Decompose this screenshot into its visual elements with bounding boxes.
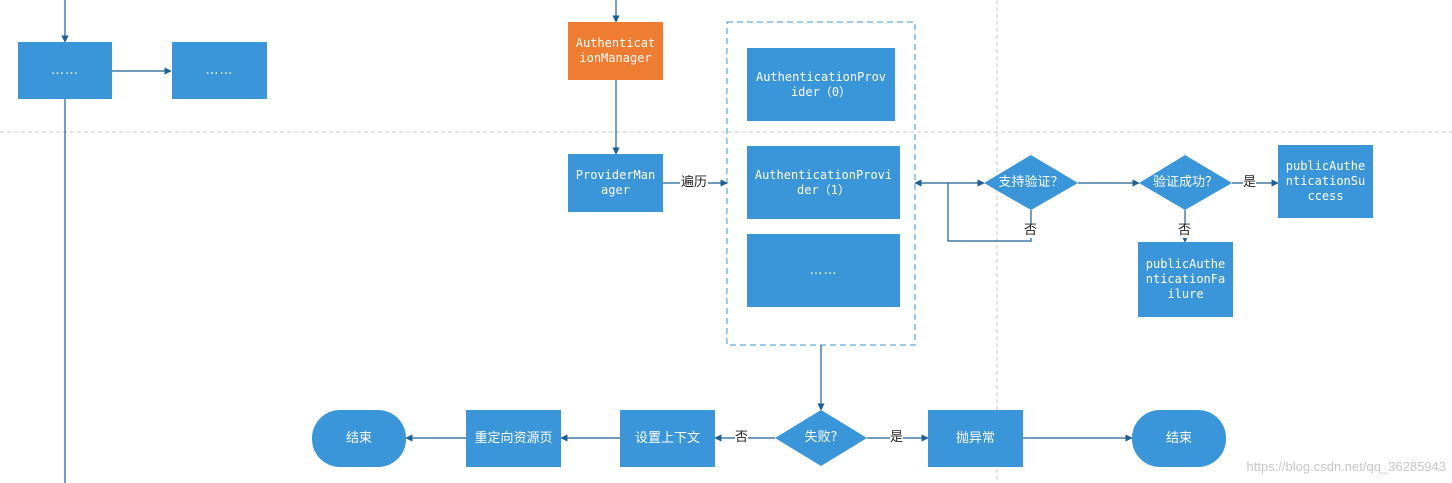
failed-no-edge-label: 否: [735, 430, 749, 445]
more-providers-node: ……: [747, 234, 900, 307]
success-no-edge-label: 否: [1178, 223, 1192, 238]
iterate-edge-label: 遍历: [680, 175, 709, 190]
success-decision-shape: [1139, 155, 1232, 210]
success-handler-node: publicAuthenticationSuccess: [1278, 145, 1373, 218]
failed-decision-shape: [775, 410, 867, 466]
supports-decision-shape: [984, 155, 1078, 210]
end-node-left: 结束: [312, 410, 406, 467]
authentication-manager-node: AuthenticationManager: [568, 22, 663, 80]
supports-no-edge-label: 否: [1024, 223, 1038, 238]
success-yes-edge-label: 是: [1243, 175, 1257, 190]
end-node-right: 结束: [1132, 410, 1226, 467]
watermark: https://blog.csdn.net/qq_36285943: [1246, 459, 1447, 474]
success-decision-label: 验证成功？: [1152, 175, 1218, 190]
failed-yes-edge-label: 是: [890, 430, 904, 445]
authentication-provider-0-node: AuthenticationProvider（0）: [747, 48, 895, 121]
set-context-node: 设置上下文: [620, 410, 715, 467]
throw-exception-node: 抛异常: [928, 410, 1023, 467]
provider-manager-node: ProviderManager: [568, 154, 663, 212]
supports-decision-label: 支持验证？: [998, 175, 1064, 190]
placeholder-node-right: ……: [172, 42, 267, 99]
authentication-provider-1-node: AuthenticationProvider（1）: [747, 146, 900, 219]
failed-decision-label: 失败?: [804, 430, 838, 445]
placeholder-node-left: ……: [18, 42, 112, 99]
failure-handler-node: publicAuthenticationFailure: [1138, 242, 1233, 317]
redirect-node: 重定向资源页: [466, 410, 561, 467]
